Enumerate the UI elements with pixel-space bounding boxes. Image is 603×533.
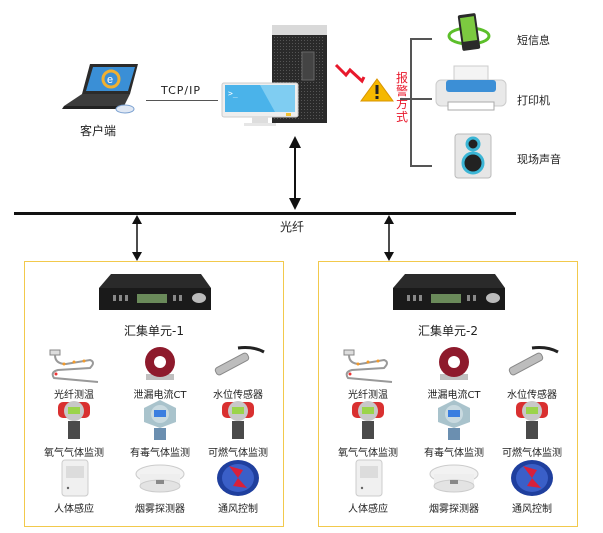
collection-unit-title: 汇集单元-2	[418, 324, 478, 338]
fiber-label: 光纤	[280, 220, 305, 234]
sensor-label: 通风控制	[512, 504, 552, 515]
combustible-gas-detector-icon	[497, 400, 567, 442]
laptop-icon: e	[62, 64, 138, 114]
alarm-label-char: 式	[396, 110, 409, 124]
sensor-item: 泄漏电流CT	[419, 342, 489, 401]
sensor-item: 光纤测温	[39, 342, 109, 401]
client-label: 客户端	[80, 124, 117, 138]
sensor-label: 氧气气体监测	[338, 448, 398, 459]
sensor-item: 有毒气体监测	[419, 400, 489, 459]
sensor-item: 烟雾探测器	[125, 456, 195, 515]
sensor-item: 可燃气体监测	[203, 400, 273, 459]
fiber-thermometer-icon	[333, 342, 403, 384]
sensor-label: 泄漏电流CT	[427, 390, 481, 401]
alarm-methods-label: 报 警 方 式	[396, 72, 410, 124]
alarm-label-char: 方	[396, 97, 409, 111]
toxic-gas-detector-icon	[125, 400, 195, 442]
mobile-phone-icon	[447, 13, 491, 51]
sensor-item: 烟雾探测器	[419, 456, 489, 515]
current-transformer-icon	[125, 342, 195, 384]
sensor-label: 人体感应	[348, 504, 388, 515]
collection-unit-device-icon	[95, 268, 213, 322]
sensor-label: 烟雾探测器	[135, 504, 185, 515]
ventilation-fan-icon	[203, 456, 273, 498]
sensor-item: 通风控制	[497, 456, 567, 515]
oxygen-detector-icon	[333, 400, 403, 442]
printer-icon	[435, 65, 507, 111]
collection-unit-device-icon	[389, 268, 507, 322]
sensor-item: 泄漏电流CT	[125, 342, 195, 401]
sensor-item: 光纤测温	[333, 342, 403, 401]
sensor-label: 可燃气体监测	[208, 448, 268, 459]
toxic-gas-detector-icon	[419, 400, 489, 442]
alarm-method-label: 短信息	[517, 34, 550, 47]
svg-text:>_: >_	[228, 89, 238, 98]
motion-sensor-icon	[39, 456, 109, 498]
oxygen-detector-icon	[39, 400, 109, 442]
sensor-item: 可燃气体监测	[497, 400, 567, 459]
sensor-label: 人体感应	[54, 504, 94, 515]
collection-unit-title: 汇集单元-1	[124, 324, 184, 338]
unit2-link-arrow	[384, 215, 394, 261]
sensor-label: 水位传感器	[213, 390, 263, 401]
alarm-method-label: 打印机	[517, 94, 550, 107]
sensor-item: 人体感应	[39, 456, 109, 515]
speaker-icon	[454, 133, 492, 179]
tcpip-label: TCP/IP	[161, 84, 201, 97]
collection-unit-2: 汇集单元-2 光纤测温 泄漏电流CT 水位传感器氧气气体监测 有毒气体监测 可燃气体监测人…	[318, 261, 578, 527]
fiber-backbone-line	[14, 212, 516, 215]
combustible-gas-detector-icon	[203, 400, 273, 442]
sensor-item: 通风控制	[203, 456, 273, 515]
sensor-label: 氧气气体监测	[44, 448, 104, 459]
sensor-label: 通风控制	[218, 504, 258, 515]
alarm-label-char: 警	[396, 84, 409, 98]
current-transformer-icon	[419, 342, 489, 384]
fiber-thermometer-icon	[39, 342, 109, 384]
collection-unit-1: 汇集单元-1 光纤测温 泄漏电流CT 水位传感器氧气气体监测 有毒气体监测 可燃气体监测人…	[24, 261, 284, 527]
sensor-label: 可燃气体监测	[502, 448, 562, 459]
sensor-item: 氧气气体监测	[333, 400, 403, 459]
sensor-item: 人体感应	[333, 456, 403, 515]
sensor-label: 泄漏电流CT	[133, 390, 187, 401]
unit1-link-arrow	[132, 215, 142, 261]
sensor-label: 光纤测温	[54, 390, 94, 401]
warning-icon	[360, 78, 394, 102]
motion-sensor-icon	[333, 456, 403, 498]
sensor-item: 有毒气体监测	[125, 400, 195, 459]
water-level-sensor-icon	[203, 342, 273, 384]
sensor-item: 水位传感器	[203, 342, 273, 401]
lightning-icon	[334, 63, 366, 84]
water-level-sensor-icon	[497, 342, 567, 384]
sensor-label: 有毒气体监测	[424, 448, 484, 459]
alarm-method-label: 现场声音	[517, 153, 561, 166]
smoke-detector-icon	[125, 456, 195, 498]
server-network-arrow	[289, 136, 301, 210]
sensor-label: 烟雾探测器	[429, 504, 479, 515]
monitor-icon: >_	[221, 82, 299, 126]
alarm-bracket	[410, 38, 412, 166]
sensor-label: 有毒气体监测	[130, 448, 190, 459]
svg-text:e: e	[107, 74, 113, 86]
tcpip-link-line	[146, 100, 218, 101]
smoke-detector-icon	[419, 456, 489, 498]
ventilation-fan-icon	[497, 456, 567, 498]
sensor-item: 水位传感器	[497, 342, 567, 401]
sensor-label: 水位传感器	[507, 390, 557, 401]
alarm-label-char: 报	[396, 71, 409, 85]
sensor-label: 光纤测温	[348, 390, 388, 401]
sensor-item: 氧气气体监测	[39, 400, 109, 459]
